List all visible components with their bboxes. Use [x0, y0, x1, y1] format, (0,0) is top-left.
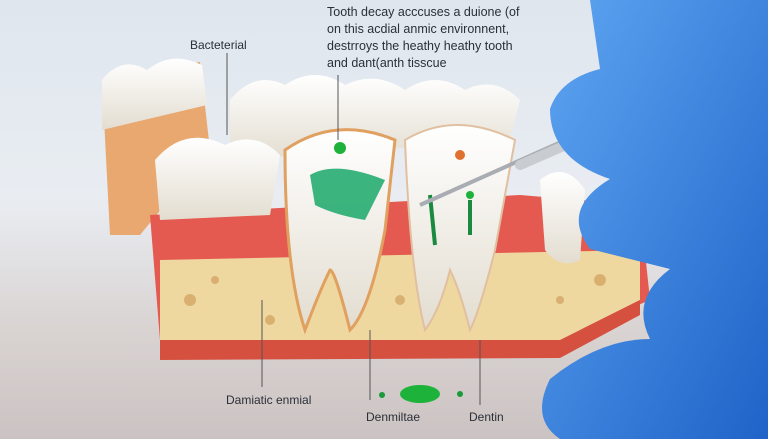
caption-line: destrroys the heathy heathy tooth [327, 39, 513, 53]
caption-line: and dant(anth tisscue [327, 56, 447, 70]
label-damiatic-enmial: Damiatic enmial [226, 393, 312, 407]
green-decay-pile [379, 385, 463, 403]
gloved-hand [542, 0, 768, 439]
label-leader-lines [226, 53, 481, 405]
label-denmiltae: Denmiltae [366, 410, 421, 424]
caption-line: on this acdial anmic environnent, [327, 22, 510, 36]
caption-line: Tooth decay acccuses a duione (of [327, 5, 520, 19]
caption-text: Tooth decay acccuses a duione (of on thi… [327, 4, 577, 72]
label-dentin: Dentin [469, 410, 504, 424]
gum-block [150, 195, 650, 360]
label-bacteterial: Bacteterial [190, 38, 247, 52]
